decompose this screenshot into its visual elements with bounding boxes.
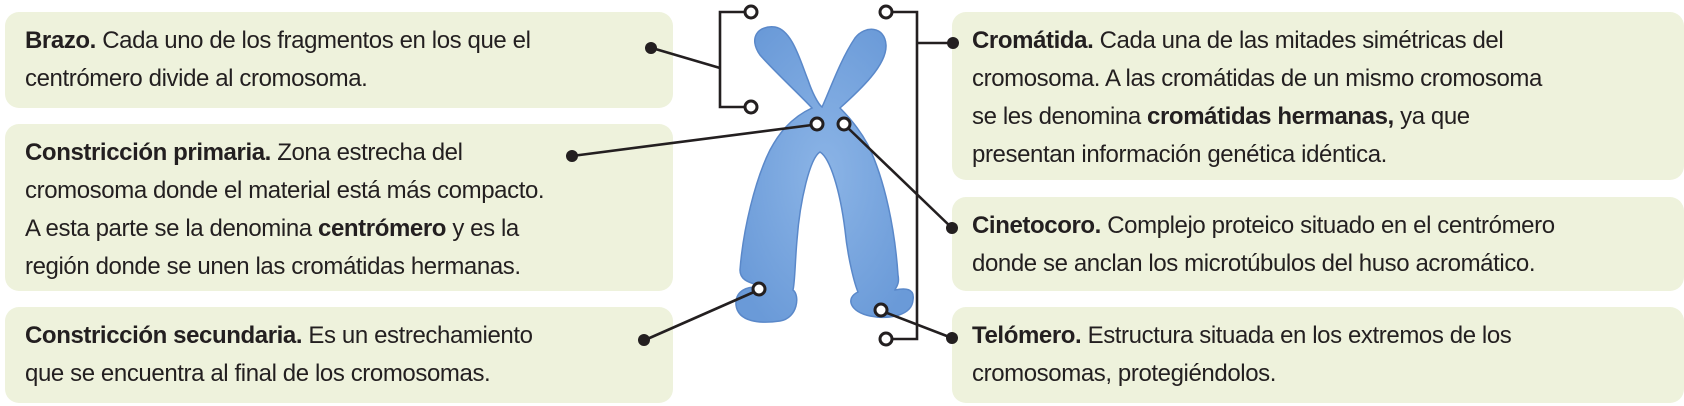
marker-ring-icon: [878, 331, 894, 347]
secundaria-leader: [644, 290, 755, 342]
cromatida-text: ya que: [1393, 103, 1470, 130]
brazo-text: Cada uno de los fragmentos en los que el: [95, 27, 531, 54]
cromatida-box: Cromátida. Cada una de las mitades simét…: [952, 12, 1684, 180]
cromatida-text: presentan información genética idéntica.: [972, 141, 1387, 168]
cromatida-text: se les denomina: [972, 103, 1148, 130]
bullet-dot-icon: [638, 334, 650, 346]
brazo-text: centrómero divide al cromosoma.: [25, 65, 368, 92]
brazo-bracket: [718, 10, 745, 109]
primaria-text: Zona estrecha del: [270, 139, 463, 166]
telomero-term: Telómero.: [972, 322, 1082, 349]
secondary-constriction-marker-icon: [751, 281, 767, 297]
cinetocoro-term: Cinetocoro.: [972, 212, 1101, 239]
primaria-text: y es la: [446, 215, 519, 242]
cinetocoro-box: Cinetocoro. Complejo proteico situado en…: [952, 197, 1684, 291]
primaria-term: Constricción primaria.: [25, 139, 271, 166]
centromero-term: centrómero: [318, 215, 447, 242]
marker-ring-icon: [743, 4, 759, 20]
primaria-text: A esta parte se la denomina: [25, 215, 318, 242]
bullet-dot-icon: [645, 42, 657, 54]
marker-ring-icon: [743, 99, 759, 115]
telomero-text: Estructura situada en los extremos de lo…: [1081, 322, 1512, 349]
cromatida-text: Cada una de las mitades simétricas del: [1093, 27, 1504, 54]
telomero-text: cromosomas, protegiéndolos.: [972, 360, 1277, 387]
primaria-text: cromosoma donde el material está más com…: [25, 177, 545, 204]
primaria-text: región donde se unen las cromátidas herm…: [25, 253, 521, 280]
brazo-leader: [651, 46, 721, 70]
cinetocoro-leader: [847, 127, 953, 229]
telomere-marker-icon: [873, 302, 889, 318]
bullet-dot-icon: [946, 332, 958, 344]
constriccion-secundaria-box: Constricción secundaria. Es un estrecham…: [5, 307, 673, 403]
bullet-dot-icon: [946, 222, 958, 234]
bullet-dot-icon: [947, 37, 959, 49]
primaria-leader: [571, 123, 813, 158]
cinetocoro-text: donde se anclan los microtúbulos del hus…: [972, 250, 1536, 277]
bullet-dot-icon: [566, 150, 578, 162]
cromatida-bracket: [892, 10, 919, 341]
cromatida-text: cromosoma. A las cromátidas de un mismo …: [972, 65, 1542, 92]
centromere-marker-icon: [809, 116, 825, 132]
cinetocoro-text: Complejo proteico situado en el centróme…: [1100, 212, 1555, 239]
cromatida-term: Cromátida.: [972, 27, 1094, 54]
telomero-box: Telómero. Estructura situada en los extr…: [952, 307, 1684, 403]
brazo-box: Brazo. Cada uno de los fragmentos en los…: [5, 12, 673, 108]
cromatidas-hermanas-term: cromátidas hermanas,: [1147, 103, 1394, 130]
secundaria-text: que se encuentra al final de los cromoso…: [25, 360, 491, 387]
telomero-leader: [886, 311, 953, 340]
secundaria-term: Constricción secundaria.: [25, 322, 303, 349]
constriccion-primaria-box: Constricción primaria. Zona estrecha del…: [5, 124, 673, 291]
marker-ring-icon: [878, 4, 894, 20]
kinetochore-marker-icon: [836, 116, 852, 132]
chromosome: [735, 26, 914, 323]
brazo-term: Brazo.: [25, 27, 96, 54]
secundaria-text: Es un estrechamiento: [302, 322, 533, 349]
